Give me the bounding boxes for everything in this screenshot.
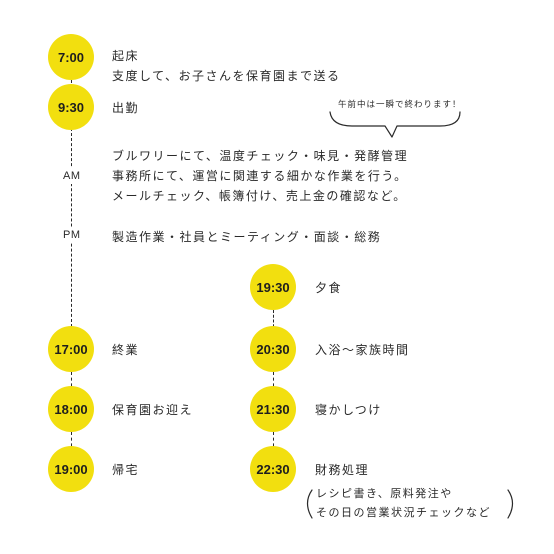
right-timeline-line-1 (273, 310, 274, 332)
am-activities: ブルワリーにて、温度チェック・味見・発酵管理 事務所にて、運営に関連する細かな作… (112, 146, 408, 206)
period-pm-label: PM (63, 227, 81, 243)
time-circle: 9:30 (48, 84, 94, 130)
period-am-label: AM (63, 168, 81, 184)
activity-label: 保育園お迎え (112, 403, 194, 417)
activity-label: 起床 支度して、お子さんを保育園まで送る (112, 46, 341, 86)
right-timeline-line-3 (273, 432, 274, 452)
activity-label: 夕食 (315, 281, 343, 295)
morning-note: 午前中は一瞬で終わります！ (338, 100, 462, 110)
left-timeline-line-17-18 (71, 372, 72, 392)
activity-label: 財務処理 (315, 463, 370, 477)
finance-note: レシピ書き、原料発注や その日の営業状況チェックなど (316, 484, 491, 522)
finance-note-line: その日の営業状況チェックなど (316, 506, 491, 519)
activity-label: 寝かしつけ (315, 403, 382, 417)
activity-label: 出勤 (112, 101, 140, 115)
pm-activities: 製造作業・社員とミーティング・面談・総務 (112, 230, 382, 244)
activity-label: 終業 (112, 343, 140, 357)
activity-line: 支度して、お子さんを保育園まで送る (112, 69, 341, 83)
time-circle: 22:30 (250, 446, 296, 492)
time-circle: 17:00 (48, 326, 94, 372)
left-timeline-line-18-19 (71, 432, 72, 452)
right-timeline-line-2 (273, 372, 274, 392)
time-circle: 18:00 (48, 386, 94, 432)
time-circle: 7:00 (48, 34, 94, 80)
am-activity-line: メールチェック、帳簿付け、売上金の確認など。 (112, 189, 407, 203)
activity-line: 起床 (112, 49, 140, 63)
time-circle: 20:30 (250, 326, 296, 372)
time-circle: 21:30 (250, 386, 296, 432)
time-circle: 19:30 (250, 264, 296, 310)
finance-note-line: レシピ書き、原料発注や (316, 487, 453, 500)
activity-label: 帰宅 (112, 463, 140, 477)
activity-label: 入浴〜家族時間 (315, 343, 410, 357)
am-activity-line: ブルワリーにて、温度チェック・味見・発酵管理 (112, 149, 409, 163)
time-circle: 19:00 (48, 446, 94, 492)
am-activity-line: 事務所にて、運営に関連する細かな作業を行う。 (112, 169, 408, 183)
